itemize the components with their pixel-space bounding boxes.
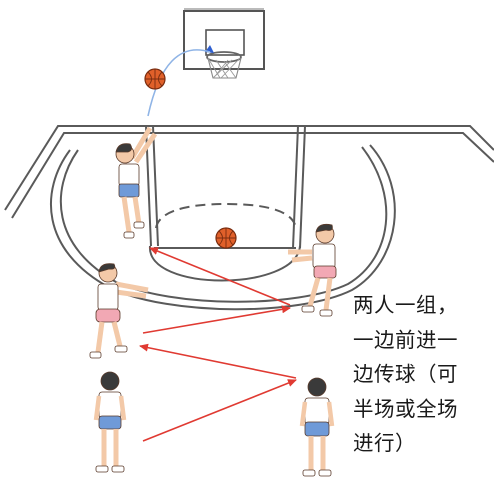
court-lines <box>4 125 494 311</box>
basketball-hoop-icon <box>183 8 265 79</box>
player-figure-icon <box>89 263 149 359</box>
caption-line: 边传球（可 <box>353 362 458 386</box>
pass-arrow-icon <box>142 305 291 334</box>
pass-arrow-icon <box>142 379 297 442</box>
caption-line: 两人一组， <box>353 293 458 317</box>
player-figure-icon <box>299 377 335 477</box>
player-figure-icon <box>115 126 158 239</box>
instruction-caption: 两人一组， 一边前进一 边传球（可 半场或全场 进行） <box>353 288 494 461</box>
pass-arrow-icon <box>139 343 297 379</box>
basketball-icon <box>215 227 237 249</box>
ball-trajectory <box>147 49 211 117</box>
caption-line: 一边前进一 <box>353 327 458 352</box>
player-figure-icon <box>93 371 127 473</box>
caption-line: 进行） <box>353 431 416 455</box>
basketball-icon <box>144 68 166 90</box>
caption-line: 半场或全场 <box>353 396 458 421</box>
pass-arrow-icon <box>149 247 291 306</box>
pass-arrows <box>139 247 297 442</box>
player-figure-icon <box>288 223 337 317</box>
